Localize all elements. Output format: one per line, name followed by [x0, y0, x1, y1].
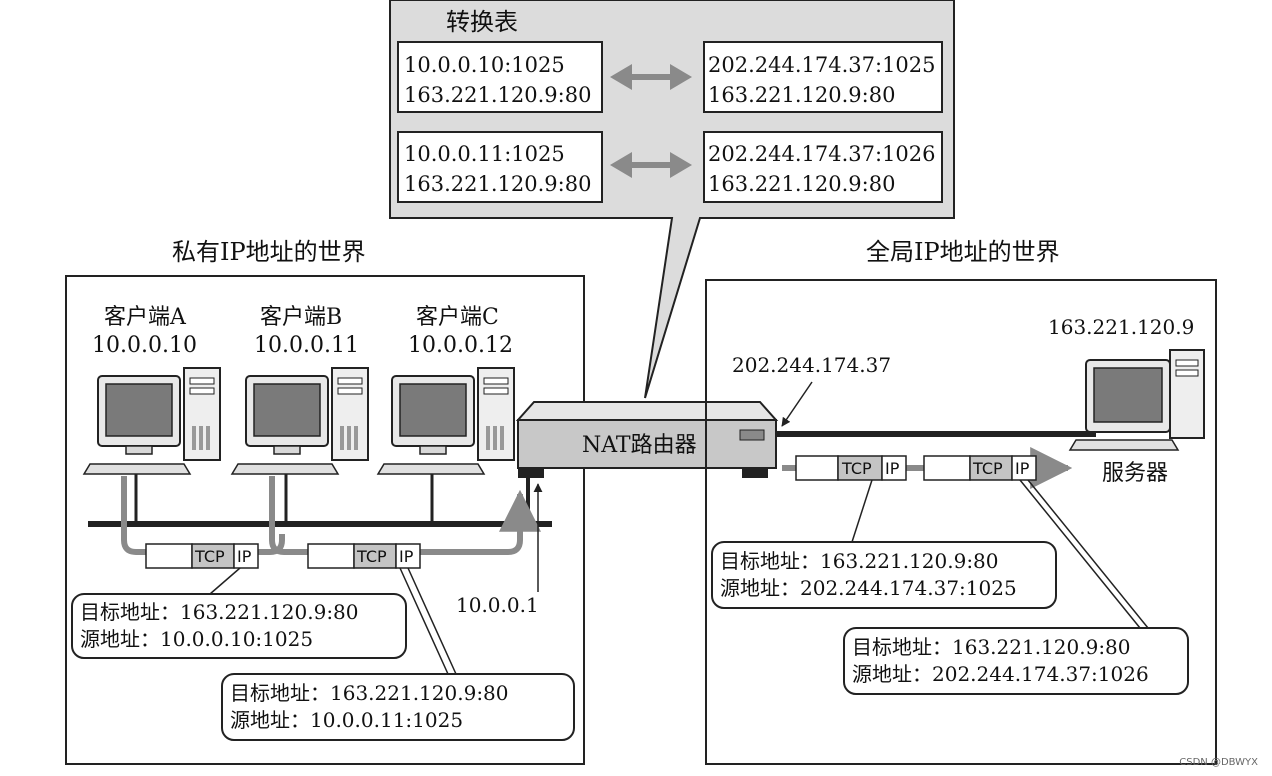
router-label: NAT路由器 — [582, 433, 697, 458]
client-b-computer-icon — [231, 367, 369, 475]
table-row-1-private-line1: 10.0.0.10:1025 — [404, 53, 565, 77]
global-label-1-box — [711, 541, 1057, 609]
table-row-2-double-arrow — [610, 152, 692, 178]
client-b-name: 客户端B — [260, 305, 342, 330]
packet-ip-label: IP — [885, 459, 900, 478]
packet-tcp-label: TCP — [356, 547, 387, 566]
table-row-1-double-arrow — [610, 64, 692, 90]
private-world-frame — [65, 275, 585, 765]
private-packet-a: TCP IP — [145, 543, 259, 569]
packet-tcp-label: TCP — [194, 547, 225, 566]
router-outside-pointer — [781, 381, 813, 427]
private-label-a-box — [71, 593, 407, 659]
table-row-1-global-line1: 202.244.174.37:1025 — [708, 53, 936, 77]
private-world-title: 私有IP地址的世界 — [172, 238, 366, 266]
table-row-2-private-line1: 10.0.0.11:1025 — [404, 142, 565, 166]
global-label-2-src: 源地址：202.244.174.37:1026 — [852, 662, 1149, 686]
private-label-b-src: 源地址：10.0.0.11:1025 — [230, 708, 463, 732]
packet-b-leader-2 — [407, 567, 457, 675]
packet-b-leader-1 — [399, 567, 449, 675]
client-c-ip: 10.0.0.12 — [408, 333, 513, 358]
nat-router — [515, 401, 779, 478]
global-world-frame — [705, 279, 1217, 765]
private-label-b-box — [221, 673, 575, 741]
global-label-1-src: 源地址：202.244.174.37:1025 — [720, 576, 1017, 600]
server-label: 服务器 — [1102, 461, 1168, 486]
private-label-a-src: 源地址：10.0.0.10:1025 — [80, 627, 313, 651]
global-packet-2-leader-1 — [1019, 479, 1141, 629]
global-label-2-dest: 目标地址：163.221.120.9:80 — [852, 635, 1131, 659]
packet-ip-label: IP — [399, 547, 414, 566]
table-row-2-private-line2: 163.221.120.9:80 — [404, 172, 591, 196]
client-a-ip: 10.0.0.10 — [92, 333, 197, 358]
table-row-1-global-line2: 163.221.120.9:80 — [708, 83, 895, 107]
table-row-2-global-box — [703, 131, 943, 203]
packet-a-leader — [209, 567, 241, 595]
private-packet-b: TCP IP — [307, 543, 421, 569]
table-row-1-private-box — [397, 41, 603, 113]
client-b-flow-arrow — [269, 476, 541, 555]
client-c-name: 客户端C — [416, 305, 499, 330]
private-label-a-dest: 目标地址：163.221.120.9:80 — [80, 600, 359, 624]
global-packet-2: TCP IP — [923, 455, 1037, 481]
global-label-2-box — [843, 627, 1189, 695]
server-ip: 163.221.120.9 — [1048, 315, 1194, 339]
client-a-flow-arrow — [121, 476, 285, 555]
table-row-2-global-line1: 202.244.174.37:1026 — [708, 142, 936, 166]
global-packet-1-leader — [851, 479, 873, 543]
client-a-computer-icon — [83, 367, 221, 475]
watermark: CSDN @DBWYX — [1179, 757, 1258, 768]
client-b-ip: 10.0.0.11 — [254, 333, 359, 358]
router-outside-ip: 202.244.174.37 — [732, 353, 891, 377]
global-world-title: 全局IP地址的世界 — [866, 238, 1060, 266]
packet-ip-label: IP — [1015, 459, 1030, 478]
global-label-1-dest: 目标地址：163.221.120.9:80 — [720, 549, 999, 573]
client-c-computer-icon — [377, 367, 515, 475]
table-row-1-private-line2: 163.221.120.9:80 — [404, 83, 591, 107]
client-a-name: 客户端A — [104, 305, 187, 330]
global-packet-1: TCP IP — [795, 455, 907, 481]
table-title: 转换表 — [446, 8, 518, 36]
private-label-b-dest: 目标地址：163.221.120.9:80 — [230, 681, 509, 705]
table-row-2-global-line2: 163.221.120.9:80 — [708, 172, 895, 196]
router-inside-ip: 10.0.0.1 — [456, 593, 539, 617]
table-row-2-private-box — [397, 131, 603, 203]
table-row-1-global-box — [703, 41, 943, 113]
packet-tcp-label: TCP — [841, 459, 872, 478]
packet-tcp-label: TCP — [972, 459, 1003, 478]
server-computer-icon — [1068, 349, 1205, 451]
global-packet-2-leader-2 — [1027, 479, 1149, 629]
packet-ip-label: IP — [237, 547, 252, 566]
